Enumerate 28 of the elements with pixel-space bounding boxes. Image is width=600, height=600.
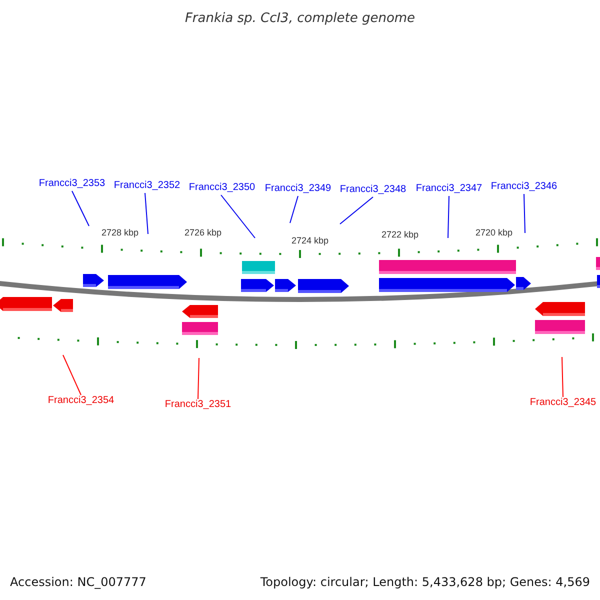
scale-label: 2722 kbp bbox=[381, 230, 419, 240]
scale-label: 2724 kbp bbox=[291, 236, 329, 246]
leader-line bbox=[198, 358, 200, 400]
leader-line bbox=[62, 354, 82, 396]
gene-label: Francci3_2345 bbox=[530, 398, 596, 408]
gene-label: Francci3_2351 bbox=[164, 400, 232, 410]
leader-line bbox=[340, 196, 374, 224]
scale-label: 2728 kbp bbox=[101, 228, 139, 238]
accession-text: Accession: NC_007777 bbox=[10, 576, 146, 588]
leader-line bbox=[144, 192, 148, 234]
leader-line bbox=[72, 190, 90, 226]
gene-label: Francci3_2354 bbox=[48, 396, 114, 406]
leader-line bbox=[524, 194, 526, 234]
gene-label: Francci3_2350 bbox=[188, 183, 256, 193]
leader-line bbox=[448, 196, 450, 238]
leader-line bbox=[562, 356, 564, 398]
leader-line bbox=[220, 194, 256, 238]
map-title: Frankia sp. CcI3, complete genome bbox=[184, 12, 416, 25]
gene-label: Francci3_2352 bbox=[114, 181, 180, 191]
gene-label: Francci3_2346 bbox=[490, 182, 558, 192]
genome-summary-text: Topology: circular; Length: 5,433,628 bp; Genes: 4,569 bbox=[260, 576, 590, 588]
gene-label: Francci3_2349 bbox=[264, 184, 332, 194]
gene-label: Francci3_2347 bbox=[416, 184, 482, 194]
gene-label: Francci3_2353 bbox=[38, 179, 106, 189]
scale-label: 2726 kbp bbox=[184, 228, 222, 238]
leader-line bbox=[290, 196, 298, 224]
gene-label: Francci3_2348 bbox=[340, 185, 406, 195]
scale-label: 2720 kbp bbox=[475, 228, 513, 238]
